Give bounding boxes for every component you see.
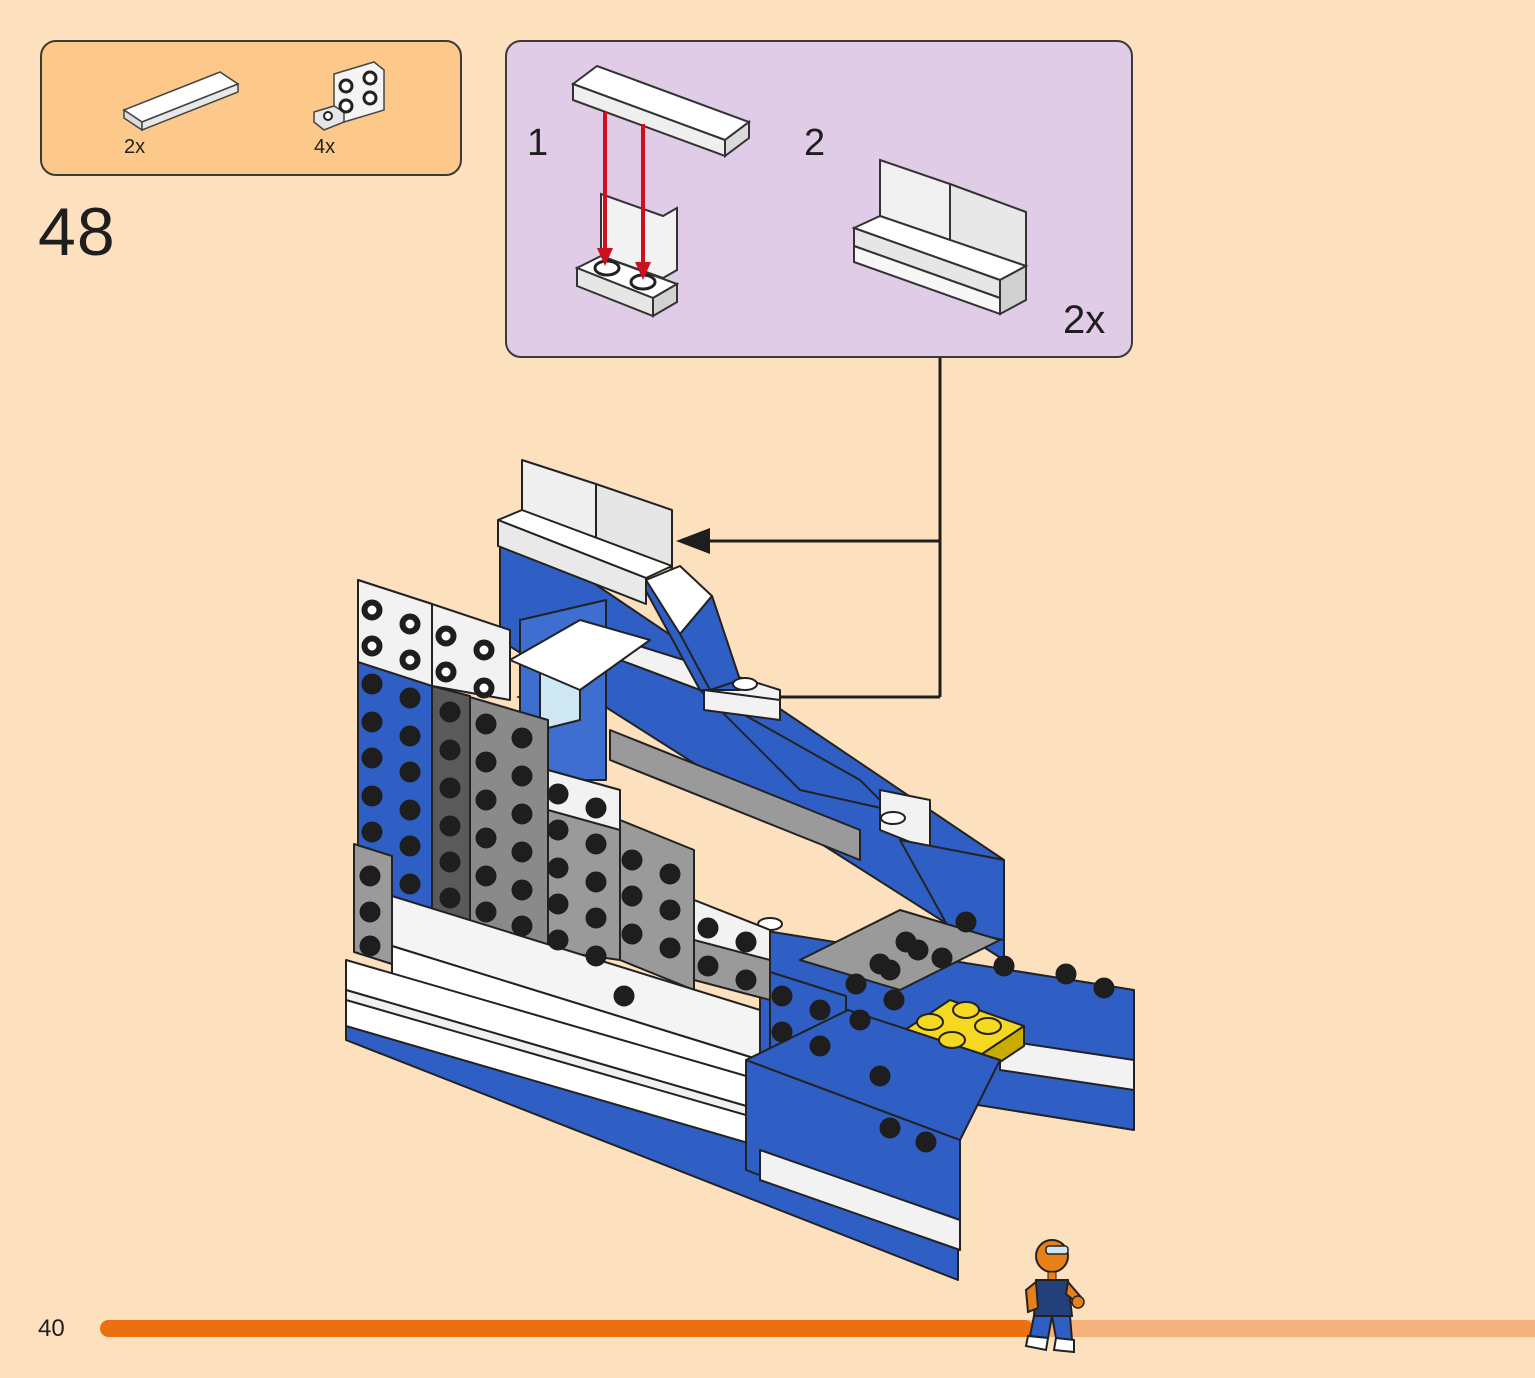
- progress-bar-fill: [100, 1320, 1033, 1337]
- tile-quantity: 2x: [124, 136, 146, 158]
- progress-bar: [100, 1320, 1535, 1337]
- sub-assembly-callout: 1 2 2x: [505, 40, 1133, 358]
- white-bracket-1x2-2x2-icon: [313, 61, 385, 131]
- parts-list-callout: 2x 4x: [40, 40, 462, 176]
- sub-step-1-illustration: [570, 64, 752, 318]
- page-number: 40: [38, 1315, 65, 1342]
- runner-minifigure-icon: [1024, 1239, 1085, 1354]
- step-number: 48: [38, 194, 116, 270]
- white-tile-1x4-icon: [122, 71, 240, 132]
- bracket-quantity: 4x: [314, 136, 336, 158]
- sub-step-1-number: 1: [527, 122, 549, 164]
- sub-step-2-number: 2: [804, 122, 826, 164]
- sub-assembly-multiplier: 2x: [1063, 298, 1106, 342]
- sub-step-2-illustration: [851, 158, 1029, 316]
